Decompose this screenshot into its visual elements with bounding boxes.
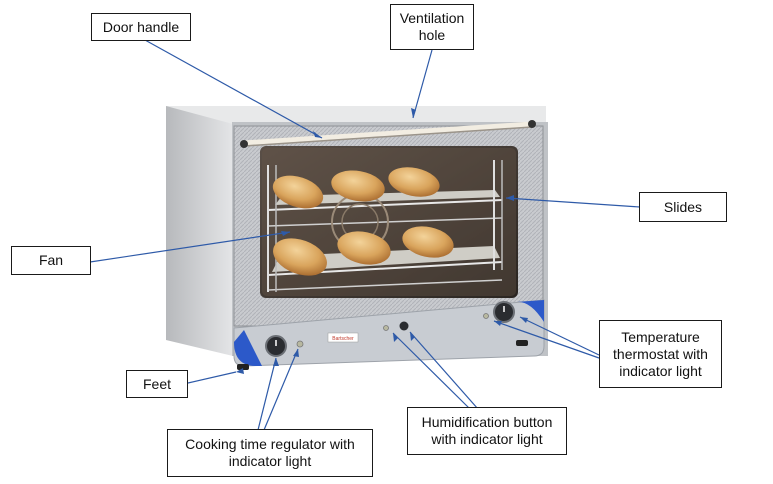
leader-cooking-1 bbox=[257, 357, 277, 431]
leader-door-handle bbox=[144, 39, 323, 139]
oven-side bbox=[166, 106, 233, 356]
door-handle bbox=[240, 120, 536, 148]
control-panel: Bartscher bbox=[233, 299, 545, 367]
leader-feet bbox=[187, 371, 237, 384]
label-feet: Feet bbox=[126, 370, 188, 398]
brand-text: Bartscher bbox=[332, 336, 354, 342]
leader-ventilation bbox=[412, 49, 433, 119]
label-humidification-button: Humidification button with indicator lig… bbox=[407, 407, 567, 455]
leader-humid-2 bbox=[392, 332, 471, 410]
leader-humid-1 bbox=[409, 331, 479, 410]
leader-thermostat-2 bbox=[493, 320, 600, 359]
humidification-indicator bbox=[383, 325, 389, 331]
leader-fan bbox=[89, 231, 291, 263]
humidification-button bbox=[399, 321, 409, 331]
oven-feet bbox=[237, 340, 528, 370]
label-ventilation-hole: Ventilation hole bbox=[390, 4, 474, 50]
label-cooking-time-regulator: Cooking time regulator with indicator li… bbox=[167, 429, 373, 477]
bread-loaves bbox=[272, 167, 454, 276]
label-temperature-thermostat: Temperature thermostat with indicator li… bbox=[599, 320, 722, 388]
brand-plate bbox=[327, 332, 359, 343]
cooking-time-indicator bbox=[296, 340, 304, 348]
oven-top bbox=[166, 106, 546, 124]
thermostat-indicator bbox=[483, 313, 489, 319]
leader-arrowheads bbox=[236, 108, 528, 374]
label-slides: Slides bbox=[639, 192, 727, 222]
label-door-handle: Door handle bbox=[91, 13, 191, 41]
tray-upper bbox=[275, 190, 500, 205]
leader-thermostat-1 bbox=[519, 316, 600, 356]
leader-lines bbox=[89, 39, 641, 431]
leader-slides bbox=[505, 197, 641, 208]
label-fan: Fan bbox=[11, 246, 91, 275]
leader-cooking-2 bbox=[263, 348, 299, 431]
